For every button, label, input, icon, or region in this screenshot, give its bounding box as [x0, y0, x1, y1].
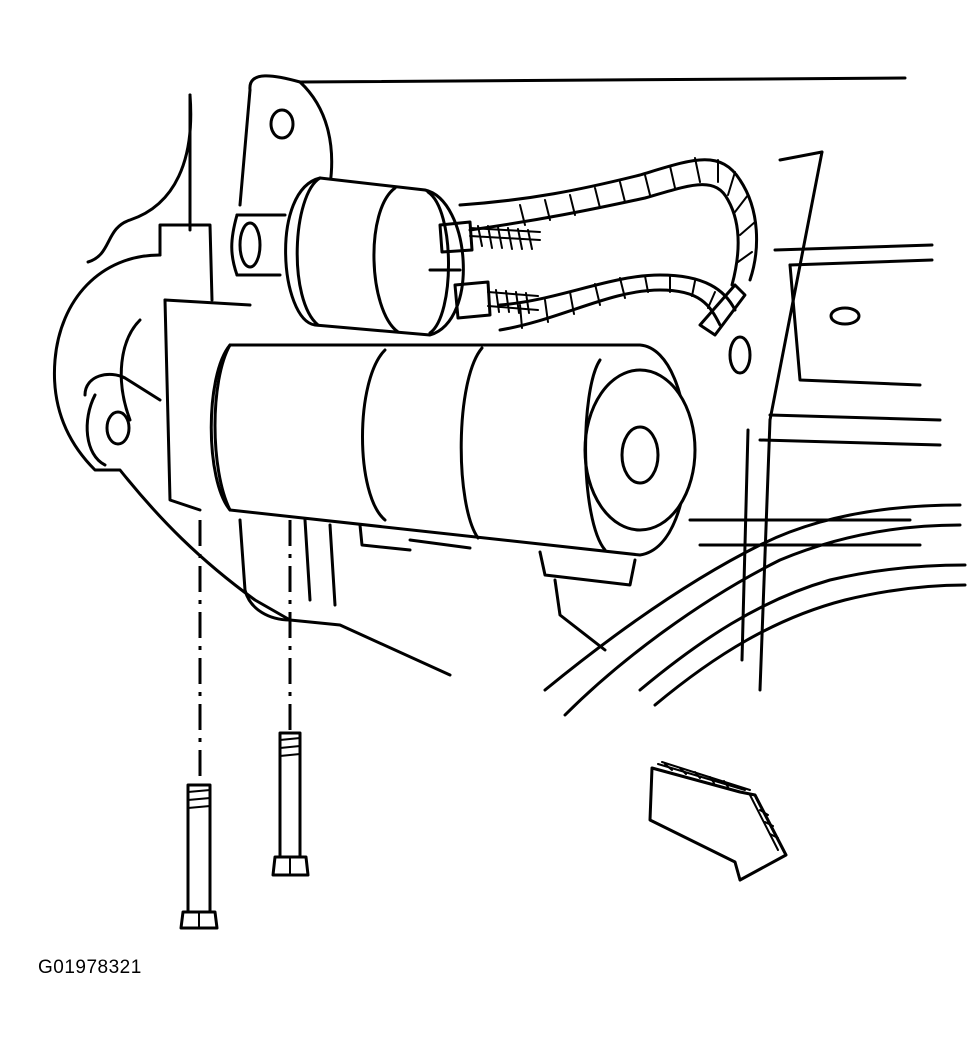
bolt-alignment-lines: [198, 520, 292, 790]
figure-id-label: G01978321: [38, 957, 142, 978]
frame-rail: [543, 413, 967, 717]
starter-solenoid: [230, 176, 465, 337]
wiring-harness: [458, 157, 758, 375]
starter-nose-housing: [52, 223, 452, 677]
mounting-bolt-right: [271, 731, 310, 877]
mounting-bolt-left: [179, 783, 219, 930]
forward-arrow-icon: [648, 761, 788, 882]
starter-motor-body: [209, 343, 697, 652]
solenoid-terminals: [428, 220, 541, 320]
engine-block-outline: [86, 74, 934, 692]
